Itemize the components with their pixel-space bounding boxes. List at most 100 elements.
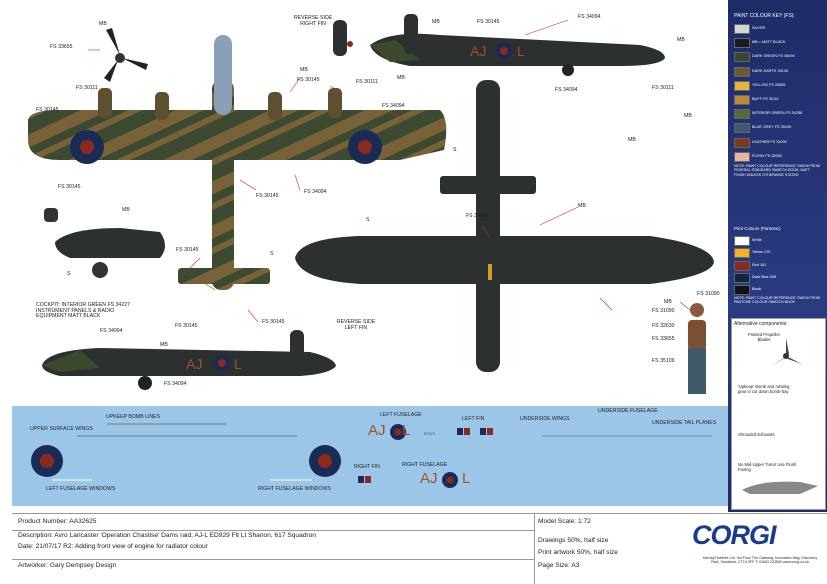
underside-view [295, 80, 714, 372]
reverse-left-fin-label: REVERSE SIDE LEFT FIN [336, 319, 376, 331]
leader-lines [59, 19, 691, 323]
pantone-title: Print Colours (Pantone): [734, 226, 782, 231]
decal-left-fin: LEFT FIN [462, 416, 485, 422]
callout-fs30145: FS 30145 [256, 193, 279, 199]
decal-artwork [31, 423, 712, 488]
side-code-left: AJ [186, 356, 202, 372]
fs-colour-swatch [734, 137, 750, 148]
artworker: Artworker: Gary Dempsey Design [18, 562, 117, 569]
fs-colour-swatch [734, 24, 750, 34]
callout-fs33655: FS 33655 [50, 44, 73, 50]
fs-colour-swatch [734, 66, 750, 77]
callout-mb: MB [160, 342, 168, 348]
callout-s: S [453, 147, 457, 153]
decal-code-right-letter: L [462, 470, 471, 487]
fs-colour-label: DARK EARTH 30145 [752, 68, 789, 73]
callout-fs30145: FS 30145 [477, 19, 500, 25]
callout-mb: MB [99, 21, 107, 27]
fs-colour-swatch [734, 52, 750, 63]
callout-fs34094: FS 34094 [466, 213, 489, 219]
decal-serial: ED929 [424, 432, 435, 436]
pantone-colour-swatch [734, 236, 750, 246]
side-code-top: AJ [470, 43, 486, 59]
callout-s: S [366, 217, 370, 223]
decal-right-fin: RIGHT FIN [354, 464, 380, 470]
fs-colour-label: YELLOW FS 33655 [752, 82, 786, 87]
callout-mb: MB [397, 75, 405, 81]
alt-title: Alternative components: [734, 321, 788, 327]
model-scale: Model Scale: 1:72 [538, 518, 591, 525]
callout-fs32630: FS 32630 [652, 323, 675, 329]
alt-prop-label: Pointed Propeller Blades [747, 332, 781, 343]
callout-mb: MB [122, 207, 130, 213]
pantone-colour-label: Red 181 [752, 262, 767, 267]
callout-fs30145: FS 30145 [176, 247, 199, 253]
callout-mb: MB [684, 113, 692, 119]
side-view-left: AJ L [42, 348, 336, 390]
fs-colour-label: BUFF FS 30111 [752, 97, 779, 101]
decal-left-fuselage: LEFT FUSELAGE [380, 412, 422, 418]
decal-sheet [12, 406, 728, 506]
callout-fs34094: FS 34094 [382, 103, 405, 109]
callout-mb: MB [300, 67, 308, 73]
flush-fairing-icon [742, 481, 818, 494]
callout-fs35109: FS 35109 [652, 358, 675, 364]
pantone-colour-swatch [734, 272, 750, 283]
corgi-logo: CORGI [692, 520, 777, 550]
callout-fs31090: FS 31090 [697, 291, 720, 297]
callout-fs34094: FS 34094 [164, 381, 187, 387]
footer-divider [12, 559, 534, 560]
nose-views [44, 208, 165, 278]
decal-code-right: AJ [420, 470, 438, 487]
callout-s: S [270, 251, 274, 257]
callout-mb: MB [677, 37, 685, 43]
date-note: Date: 21/07/17 R2: Adding front view of … [18, 543, 208, 550]
alt-exhaust-label: Shrouded Exhausts [738, 432, 775, 437]
callout-fs34094: FS 34094 [555, 87, 578, 93]
decal-underside-tail: UNDERSIDE TAIL PLANES [652, 420, 717, 426]
callout-fs30145: FS 30145 [175, 323, 198, 329]
callout-mb: MB [432, 19, 440, 25]
pantone-colour-swatch [734, 285, 750, 296]
fs-colour-label: FLESH FS 32630 [752, 153, 782, 158]
top-view [28, 35, 447, 290]
aircraft-artwork: AJ L AJ [28, 14, 714, 394]
callout-fs30145: FS 30145 [36, 107, 59, 113]
pantone-colour-label: Yellow 123 [752, 250, 771, 255]
side-view-right: AJ L [370, 14, 665, 76]
side-letter-top: L [517, 43, 525, 59]
pantone-colour-label: White [752, 238, 762, 242]
footer [12, 513, 827, 584]
decal-code-left: AJ [368, 422, 386, 439]
callout-fs31090: FS 31090 [652, 308, 675, 314]
decal-code-left-letter: L [402, 422, 411, 439]
alt-turret-label: No Mid-Upper Turret Use Flush Fairing [738, 462, 797, 473]
callout-fs30111: FS 30111 [76, 85, 98, 91]
fs-colour-label: LEATHER FS 31090 [752, 139, 787, 144]
pilot-figure [688, 303, 706, 394]
callout-fs30111: FS 30111 [652, 85, 674, 91]
propeller-front [104, 28, 148, 82]
paint-key-title: PAINT COLOUR KEY (FS): [734, 13, 795, 19]
fs-colour-label: SILVER [752, 26, 766, 30]
fs-note: NOTE: PAINT COLOUR REFERENCE TAKEN FROM … [734, 164, 820, 177]
decal-upkeep-lines: UPKEEP BOMB LINES [106, 414, 161, 420]
pantone-colour-label: Dark Blue 539 [752, 274, 777, 279]
page-size: Page Size: A3 [538, 562, 580, 569]
callout-fs34094: FS 34094 [100, 328, 123, 334]
decal-left-fus-windows: LEFT FUSELAGE WINDOWS [46, 486, 116, 492]
fs-colour-swatch [734, 38, 750, 49]
drawings-scale: Drawings 50%, half size [538, 537, 609, 544]
footer-divider [534, 513, 535, 584]
pantone-colour-label: Black [752, 287, 762, 292]
callout-fs34094: FS 34094 [304, 189, 327, 195]
product-number: Product Number: AA32625 [18, 518, 97, 525]
decal-upper-wings: UPPER SURFACE WINGS [30, 426, 93, 432]
pantone-colour-swatch [734, 248, 750, 259]
fs-colour-swatch [734, 109, 750, 120]
company-address: Hornby Hobbies Ltd, 3rd Floor The Gatewa… [702, 556, 818, 565]
fs-colour-swatch [734, 151, 750, 162]
footer-divider [12, 530, 534, 531]
decal-right-fuselage: RIGHT FUSELAGE [402, 462, 448, 468]
